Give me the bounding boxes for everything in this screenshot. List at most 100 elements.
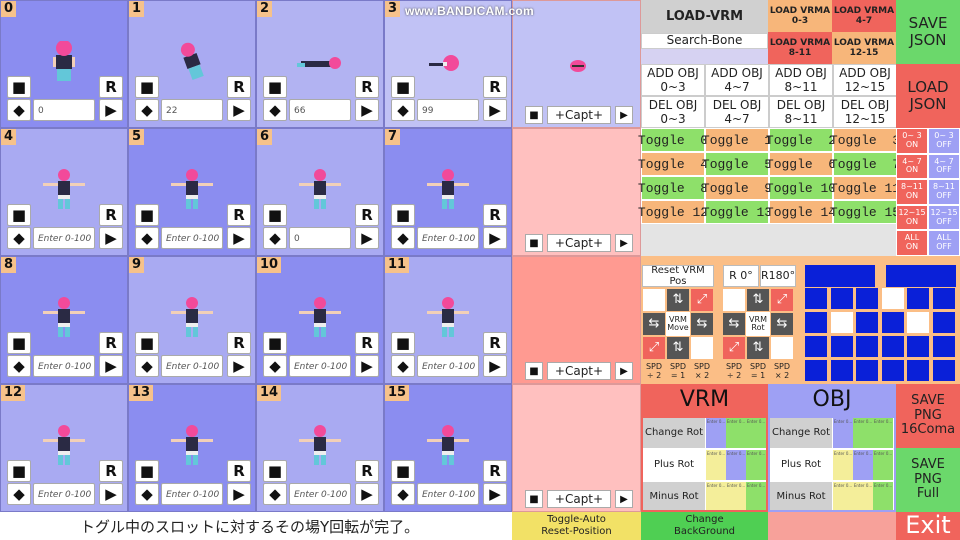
- load-vrma-button-2[interactable]: LOAD VRMA 8-11: [768, 32, 832, 64]
- layout-cell[interactable]: [932, 288, 955, 309]
- layout-cell[interactable]: [805, 360, 827, 381]
- rotate-0-button[interactable]: R 0°: [723, 265, 759, 287]
- vrm-rot-arrow-icon-4[interactable]: ⤢: [770, 288, 794, 312]
- toggle-button-7[interactable]: Toggle 7: [830, 152, 900, 176]
- add-obj-button-0[interactable]: ADD OBJ 0~3: [641, 64, 705, 96]
- slot-stop-button[interactable]: ■: [7, 460, 31, 482]
- slot-frame-input[interactable]: Enter 0-100: [289, 483, 351, 505]
- slot-keyframe-button[interactable]: ◆: [135, 355, 159, 377]
- range-toggle-on-4[interactable]: ALL ON: [896, 230, 928, 256]
- search-bone-button[interactable]: Search-Bone: [641, 33, 768, 49]
- load-json-button[interactable]: LOAD JSON: [896, 64, 960, 128]
- layout-cell[interactable]: [830, 288, 853, 309]
- capture-stop-button[interactable]: ■: [525, 106, 543, 124]
- slot-frame-input[interactable]: Enter 0-100: [417, 355, 479, 377]
- slot-stop-button[interactable]: ■: [391, 204, 415, 226]
- vrm-rot-input[interactable]: Enter 0...: [706, 450, 726, 480]
- slot-stop-button[interactable]: ■: [391, 460, 415, 482]
- obj-change-rot-button[interactable]: Change Rot: [770, 418, 832, 448]
- slot-stop-button[interactable]: ■: [263, 332, 287, 354]
- slot-frame-input[interactable]: 0: [33, 99, 95, 121]
- slot-reset-button[interactable]: R: [483, 460, 507, 482]
- obj-rot-input[interactable]: Enter 0...: [873, 482, 893, 512]
- slot-play-button[interactable]: ▶: [227, 227, 251, 249]
- exit-button[interactable]: Exit: [896, 511, 960, 540]
- slot-reset-button[interactable]: R: [227, 332, 251, 354]
- slot-reset-button[interactable]: R: [99, 460, 123, 482]
- layout-cell[interactable]: [805, 312, 827, 333]
- slot-frame-input[interactable]: Enter 0-100: [417, 227, 479, 249]
- slot-stop-button[interactable]: ■: [7, 76, 31, 98]
- slot-frame-input[interactable]: Enter 0-100: [33, 227, 95, 249]
- obj-rot-input[interactable]: Enter 0...: [833, 450, 853, 480]
- save-json-button[interactable]: SAVE JSON: [896, 0, 960, 64]
- slot-frame-input[interactable]: Enter 0-100: [161, 227, 223, 249]
- layout-cell[interactable]: [907, 288, 929, 309]
- toggle-button-3[interactable]: Toggle 3: [830, 128, 900, 152]
- range-toggle-off-2[interactable]: 8~11 OFF: [928, 179, 960, 205]
- slot-stop-button[interactable]: ■: [135, 76, 159, 98]
- toggle-button-10[interactable]: Toggle 10: [766, 176, 836, 200]
- toggle-button-8[interactable]: Toggle 8: [638, 176, 708, 200]
- rot-speed-button-1[interactable]: SPD = 1: [746, 360, 770, 384]
- slot-reset-button[interactable]: R: [99, 332, 123, 354]
- save-png-16coma-button[interactable]: SAVE PNG 16Coma: [896, 384, 960, 448]
- range-toggle-off-4[interactable]: ALL OFF: [928, 230, 960, 256]
- slot-reset-button[interactable]: R: [355, 76, 379, 98]
- vrm-rot-arrow-icon-7[interactable]: ↘: [770, 336, 794, 360]
- move-speed-button-1[interactable]: SPD = 1: [666, 360, 690, 384]
- vrm-plus-rot-button[interactable]: Plus Rot: [643, 450, 705, 480]
- capture-button[interactable]: +Capt+: [547, 362, 611, 380]
- slot-keyframe-button[interactable]: ◆: [263, 227, 287, 249]
- toggle-button-13[interactable]: Toggle 13: [702, 200, 772, 224]
- obj-minus-rot-button[interactable]: Minus Rot: [770, 482, 832, 512]
- capture-play-button[interactable]: ▶: [615, 362, 633, 380]
- toggle-button-15[interactable]: Toggle 15: [830, 200, 900, 224]
- slot-frame-input[interactable]: 22: [161, 99, 223, 121]
- slot-play-button[interactable]: ▶: [99, 99, 123, 121]
- slot-keyframe-button[interactable]: ◆: [263, 355, 287, 377]
- layout-cell[interactable]: [805, 265, 875, 287]
- slot-play-button[interactable]: ▶: [483, 483, 507, 505]
- vrm-rot-arrow-icon-6[interactable]: [722, 288, 746, 312]
- layout-cell[interactable]: [856, 336, 878, 357]
- obj-rot-input[interactable]: Enter 0...: [853, 450, 873, 480]
- slot-frame-input[interactable]: Enter 0-100: [161, 355, 223, 377]
- slot-frame-input[interactable]: 0: [289, 227, 351, 249]
- reset-vrm-pos-button[interactable]: Reset VRM Pos: [642, 265, 714, 287]
- vrm-rot-arrow-icon-1[interactable]: ⇆: [722, 312, 746, 336]
- vrm-move-arrow-icon-2[interactable]: ⇆: [690, 312, 714, 336]
- toggle-button-4[interactable]: Toggle 4: [638, 152, 708, 176]
- vrm-rot-input[interactable]: Enter 0...: [726, 418, 746, 448]
- slot-keyframe-button[interactable]: ◆: [391, 483, 415, 505]
- obj-rot-input[interactable]: Enter 0...: [833, 418, 853, 448]
- slot-reset-button[interactable]: R: [355, 460, 379, 482]
- slot-frame-input[interactable]: 99: [417, 99, 479, 121]
- slot-reset-button[interactable]: R: [483, 332, 507, 354]
- vrm-rot-input[interactable]: Enter 0...: [746, 482, 766, 512]
- load-vrm-button[interactable]: LOAD-VRM: [641, 0, 768, 33]
- load-vrma-button-0[interactable]: LOAD VRMA 0-3: [768, 0, 832, 32]
- add-obj-button-2[interactable]: ADD OBJ 8~11: [769, 64, 833, 96]
- slot-stop-button[interactable]: ■: [7, 332, 31, 354]
- layout-cell[interactable]: [932, 312, 955, 333]
- range-toggle-off-1[interactable]: 4~ 7 OFF: [928, 153, 960, 180]
- rot-speed-button-0[interactable]: SPD ÷ 2: [722, 360, 746, 384]
- vrm-move-arrow-icon-1[interactable]: ⇆: [642, 312, 666, 336]
- layout-cell[interactable]: [932, 360, 955, 381]
- toggle-auto-reset-button[interactable]: Toggle-Auto Reset-Position: [512, 512, 641, 540]
- vrm-minus-rot-button[interactable]: Minus Rot: [643, 482, 705, 512]
- vrm-rot-arrow-icon-5[interactable]: ⤢: [722, 336, 746, 360]
- toggle-button-2[interactable]: Toggle 2: [766, 128, 836, 152]
- vrm-change-rot-button[interactable]: Change Rot: [643, 418, 705, 448]
- capture-stop-button[interactable]: ■: [525, 490, 543, 508]
- slot-stop-button[interactable]: ■: [135, 332, 159, 354]
- vrm-move-arrow-icon-4[interactable]: ⤢: [690, 288, 714, 312]
- toggle-button-9[interactable]: Toggle 9: [702, 176, 772, 200]
- vrm-rot-input[interactable]: Enter 0...: [746, 450, 766, 480]
- capture-button[interactable]: +Capt+: [547, 234, 611, 252]
- vrm-rot-input[interactable]: Enter 0...: [726, 482, 746, 512]
- capture-button[interactable]: +Capt+: [547, 490, 611, 508]
- slot-frame-input[interactable]: Enter 0-100: [161, 483, 223, 505]
- capture-stop-button[interactable]: ■: [525, 362, 543, 380]
